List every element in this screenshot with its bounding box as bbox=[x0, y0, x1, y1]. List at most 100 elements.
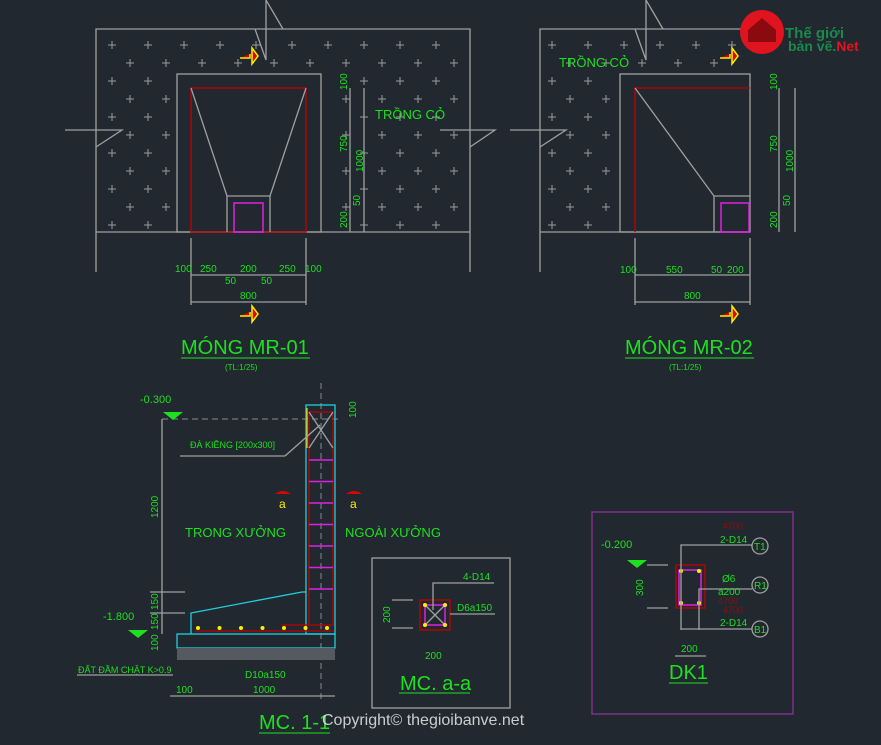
hatch-cross bbox=[396, 185, 404, 193]
rebar-dot bbox=[239, 626, 243, 630]
hatch-cross bbox=[342, 59, 350, 67]
hatch-cross bbox=[432, 113, 440, 121]
mr02-grass-label: TRỒNG CỎ bbox=[559, 55, 629, 70]
mcaa-section: 4-D14 D6a150 200 200 MC. a-a bbox=[371, 557, 511, 709]
hatch-cross bbox=[108, 41, 116, 49]
hatch-cross bbox=[450, 203, 458, 211]
mr01-vdim: 200 bbox=[339, 211, 350, 228]
svg-text:1200: 1200 bbox=[150, 495, 161, 518]
hatch-cross bbox=[126, 167, 134, 175]
svg-text:B1: B1 bbox=[754, 625, 767, 636]
dk1-section: T1 R1 B1 4700 2-D14 -0.200 300 Ø6 a200 4… bbox=[591, 511, 794, 715]
section-arrow-icon bbox=[720, 303, 739, 325]
hatch-cross bbox=[548, 41, 556, 49]
mc11-title: MC. 1-1 bbox=[259, 712, 330, 734]
mr01-title: MÓNG MR-01 bbox=[181, 336, 309, 359]
hatch-cross bbox=[656, 41, 664, 49]
hatch-cross bbox=[342, 203, 350, 211]
mr02-plan: 100 550 50 200 800 100 750 1000 50 200 T… bbox=[510, 0, 796, 372]
rebar-label: D10a150 bbox=[245, 670, 286, 681]
svg-text:R1: R1 bbox=[754, 581, 767, 592]
mr01-vdim: 1000 bbox=[355, 149, 366, 172]
hatch-cross bbox=[432, 149, 440, 157]
hatch-cross bbox=[692, 41, 700, 49]
mr02-vdim: 750 bbox=[769, 135, 780, 152]
hatch-cross bbox=[144, 113, 152, 121]
svg-text:1000: 1000 bbox=[253, 685, 276, 696]
hatch-cross bbox=[396, 113, 404, 121]
svg-text:4700: 4700 bbox=[723, 605, 743, 615]
section-arrow-icon bbox=[240, 45, 259, 67]
hatch-cross bbox=[180, 41, 188, 49]
hatch-cross bbox=[432, 77, 440, 85]
rebar-dot bbox=[260, 626, 265, 630]
hatch-cross bbox=[126, 95, 134, 103]
hatch-cross bbox=[396, 41, 404, 49]
level-bottom: -1.800 bbox=[103, 611, 134, 623]
svg-text:200: 200 bbox=[681, 644, 698, 655]
dk1-title: DK1 bbox=[669, 662, 708, 684]
svg-text:150: 150 bbox=[150, 613, 161, 630]
hatch-cross bbox=[566, 59, 574, 67]
hatch-cross bbox=[414, 131, 422, 139]
hatch-cross bbox=[144, 149, 152, 157]
svg-text:4-D14: 4-D14 bbox=[463, 572, 491, 583]
copyright-watermark: Copyright© thegioibanve.net bbox=[322, 712, 525, 729]
mr01-scale: (TL:1/25) bbox=[225, 363, 258, 372]
hatch-cross bbox=[432, 41, 440, 49]
hatch-cross bbox=[548, 113, 556, 121]
mcaa-title: MC. a-a bbox=[400, 673, 472, 695]
svg-text:a200: a200 bbox=[718, 587, 741, 598]
hatch-cross bbox=[548, 185, 556, 193]
mr01-vdim: 50 bbox=[352, 194, 363, 206]
hatch-cross bbox=[566, 203, 574, 211]
hatch-cross bbox=[144, 185, 152, 193]
hatch-cross bbox=[674, 59, 682, 67]
beam-label: ĐÀ KIỀNG [200x300] bbox=[190, 440, 275, 450]
hatch-cross bbox=[108, 113, 116, 121]
level-marker-icon bbox=[163, 412, 183, 420]
hatch-cross bbox=[342, 131, 350, 139]
hatch-cross bbox=[108, 185, 116, 193]
hatch-cross bbox=[396, 149, 404, 157]
mr01-total: 800 bbox=[240, 291, 257, 302]
hatch-cross bbox=[162, 167, 170, 175]
mr01-vdim: 100 bbox=[339, 73, 350, 90]
hatch-cross bbox=[234, 59, 242, 67]
svg-text:100: 100 bbox=[348, 401, 359, 418]
hatch-cross bbox=[378, 167, 386, 175]
soil-label: ĐẤT ĐẦM CHẶT K>0.9 bbox=[78, 665, 171, 675]
rebar-dot bbox=[325, 626, 329, 630]
hatch-cross bbox=[584, 77, 592, 85]
hatch-cross bbox=[602, 167, 610, 175]
mr01-vdim: 750 bbox=[339, 135, 350, 152]
hatch-cross bbox=[548, 221, 556, 229]
hatch-cross bbox=[342, 95, 350, 103]
mr01-grass-label: TRỒNG CỎ bbox=[375, 107, 445, 122]
hatch-cross bbox=[108, 77, 116, 85]
hatch-cross bbox=[602, 95, 610, 103]
hatch-cross bbox=[450, 131, 458, 139]
grass-hatch bbox=[108, 41, 736, 229]
mr01-plan: 100 250 200 250 100 50 50 800 100 750 10… bbox=[65, 0, 498, 372]
hatch-cross bbox=[414, 167, 422, 175]
mr02-vdim: 200 bbox=[769, 211, 780, 228]
hatch-cross bbox=[584, 113, 592, 121]
house-icon bbox=[748, 18, 776, 42]
svg-text:100: 100 bbox=[176, 685, 193, 696]
level-marker-icon bbox=[627, 560, 647, 568]
rebar-dot bbox=[303, 626, 308, 630]
section-mark: a bbox=[350, 497, 357, 511]
hatch-cross bbox=[566, 131, 574, 139]
rebar-dot bbox=[196, 626, 200, 630]
svg-text:Thế giới: Thế giới bbox=[785, 25, 844, 42]
svg-text:200: 200 bbox=[382, 606, 393, 623]
svg-text:-0.200: -0.200 bbox=[601, 539, 632, 551]
hatch-cross bbox=[414, 203, 422, 211]
hatch-cross bbox=[162, 95, 170, 103]
svg-text:4700: 4700 bbox=[718, 596, 738, 606]
svg-text:T1: T1 bbox=[754, 542, 766, 553]
rebar-dot bbox=[217, 626, 222, 630]
hatch-cross bbox=[450, 95, 458, 103]
